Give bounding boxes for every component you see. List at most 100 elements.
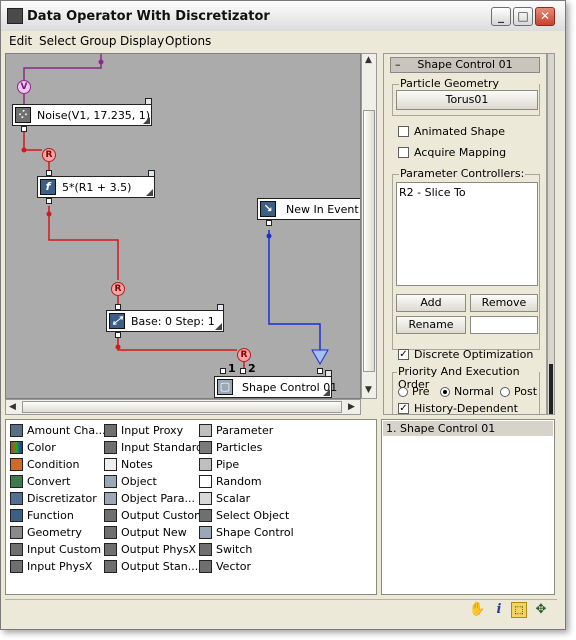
new-in-event-output-port[interactable]: [266, 220, 272, 226]
select-icon[interactable]: ⬚: [511, 602, 527, 618]
function-icon: [10, 509, 23, 522]
priority-pre-radio[interactable]: [398, 387, 408, 397]
scroll-down-icon[interactable]: ▼: [365, 385, 372, 395]
shape-control-event-port[interactable]: [317, 368, 323, 374]
history-dependent-checkbox[interactable]: ✓: [398, 403, 409, 414]
register-circle[interactable]: R: [42, 148, 56, 162]
canvas-vertical-scrollbar[interactable]: ▲ ▼: [361, 53, 377, 399]
shape-control-node-label: Shape Control 01: [242, 381, 338, 394]
noise-node-cap: [145, 98, 152, 105]
formula-node-cap: [148, 170, 155, 177]
navigate-icon[interactable]: ✥: [535, 602, 547, 617]
formula-node-label: 5*(R1 + 3.5): [62, 181, 132, 194]
particle-view-canvas[interactable]: V ⁘ Noise(V1, 17.235, 1) R f 5*(R1 + 3.5…: [5, 53, 361, 399]
event-list-selection: [383, 421, 553, 436]
menu-group[interactable]: Group: [80, 34, 117, 48]
red-wire-1: [23, 132, 42, 151]
vertical-scroll-thumb[interactable]: [363, 110, 375, 372]
noise-node-label: Noise(V1, 17.235, 1): [37, 109, 151, 122]
priority-post-radio[interactable]: [500, 387, 510, 397]
priority-normal-radio[interactable]: [440, 387, 450, 397]
input-physx-icon: [10, 560, 23, 573]
remove-button[interactable]: Remove: [470, 294, 538, 312]
red-wire-1-dot: [21, 147, 27, 153]
rollup-toggle[interactable]: –: [395, 58, 401, 71]
parameter-controllers-group: Parameter Controllers:: [392, 167, 540, 350]
rename-button[interactable]: Rename: [396, 316, 466, 334]
shape-control-port-2[interactable]: [240, 368, 246, 374]
acquire-mapping-checkbox[interactable]: [398, 147, 409, 158]
parameters-panel: – Shape Control 01 Particle Geometry Obj…: [383, 53, 547, 415]
blue-wire: [268, 230, 321, 350]
output-new-icon: ↘: [260, 201, 276, 217]
parameters-scrollbar[interactable]: [547, 53, 555, 415]
switch-icon: [199, 543, 212, 556]
new-in-event-label: New In Event: [286, 203, 359, 216]
maximize-button[interactable]: □: [513, 7, 533, 26]
output-standard-icon: [104, 560, 117, 573]
formula-output-port[interactable]: [46, 198, 52, 204]
random-icon: [199, 475, 212, 488]
hand-icon[interactable]: ✋: [469, 602, 486, 617]
close-button[interactable]: ✕: [535, 7, 555, 26]
discrete-optimization-checkbox[interactable]: ✓: [398, 349, 409, 360]
geometry-object-button[interactable]: Torus01: [396, 90, 538, 110]
app-icon: [7, 8, 23, 24]
info-icon[interactable]: i: [496, 602, 502, 617]
window-title: Data Operator With Discretizator: [27, 9, 270, 24]
animated-shape-checkbox[interactable]: [398, 126, 409, 137]
discretizator-node[interactable]: ⤢ Base: 0 Step: 1: [106, 304, 224, 332]
menu-edit[interactable]: Edit: [9, 34, 33, 48]
add-button[interactable]: Add: [396, 294, 466, 312]
shape-control-rollup[interactable]: – Shape Control 01: [390, 57, 540, 73]
menu-display[interactable]: Display: [120, 34, 165, 48]
convert-icon: [10, 475, 23, 488]
red-wire-2-dot: [46, 211, 52, 217]
purple-wire-dot: [98, 59, 104, 65]
discretizator-icon: [10, 492, 23, 505]
history-dependent-label: History-Dependent: [414, 402, 518, 415]
input-standard-icon: [104, 441, 117, 454]
noise-output-port[interactable]: [21, 126, 27, 132]
menu-select[interactable]: Select: [39, 34, 77, 48]
priority-normal-label: Normal: [454, 385, 494, 398]
formula-node[interactable]: f 5*(R1 + 3.5): [37, 170, 155, 198]
register-circle[interactable]: R: [111, 282, 125, 296]
priority-post-label: Post: [514, 385, 538, 398]
menu-options[interactable]: Options: [165, 34, 212, 48]
list-item[interactable]: R2 - Slice To: [399, 186, 466, 199]
parameter-controllers-list[interactable]: R2 - Slice To: [396, 182, 538, 286]
discretizator-output-port[interactable]: [115, 332, 121, 338]
status-bar: ✋ i ⬚ ✥: [5, 599, 557, 621]
parameters-scroll-thumb[interactable]: [549, 364, 553, 414]
scroll-left-icon[interactable]: ◀: [9, 402, 16, 412]
noise-node[interactable]: ⁘ Noise(V1, 17.235, 1): [12, 98, 152, 126]
canvas-horizontal-scrollbar[interactable]: ◀ ▶: [5, 399, 361, 415]
shape-control-node[interactable]: ▢ Shape Control 01: [214, 370, 337, 398]
scroll-up-icon[interactable]: ▲: [365, 55, 372, 65]
variable-circle[interactable]: V: [17, 80, 31, 94]
red-wire-2: [48, 206, 119, 280]
formula-input-port[interactable]: [46, 170, 52, 176]
discretizator-input-port[interactable]: [115, 304, 121, 310]
minimize-button[interactable]: _: [491, 7, 511, 26]
blue-wire-dot: [266, 233, 272, 239]
noise-icon: ⁘: [15, 107, 31, 123]
shape-control-port-1[interactable]: [220, 368, 226, 374]
priority-pre-label: Pre: [412, 385, 430, 398]
discretizator-node-cap: [217, 304, 224, 311]
rename-field[interactable]: [470, 316, 538, 334]
vector-icon: [199, 560, 212, 573]
notes-icon: [104, 458, 117, 471]
new-in-event-node[interactable]: ↘ New In Event: [257, 198, 360, 220]
red-wire-3-dot: [115, 344, 121, 350]
rollup-title: Shape Control 01: [417, 58, 513, 71]
horizontal-scroll-thumb[interactable]: [22, 401, 342, 413]
output-new-icon: [104, 526, 117, 539]
event-list[interactable]: 1. Shape Control 01: [381, 419, 555, 595]
title-bar: Data Operator With Discretizator _ □ ✕: [1, 1, 565, 32]
output-custom-icon: [104, 509, 117, 522]
register-circle[interactable]: R: [237, 348, 251, 362]
list-item[interactable]: 1. Shape Control 01: [386, 422, 496, 435]
scroll-right-icon[interactable]: ▶: [348, 402, 355, 412]
